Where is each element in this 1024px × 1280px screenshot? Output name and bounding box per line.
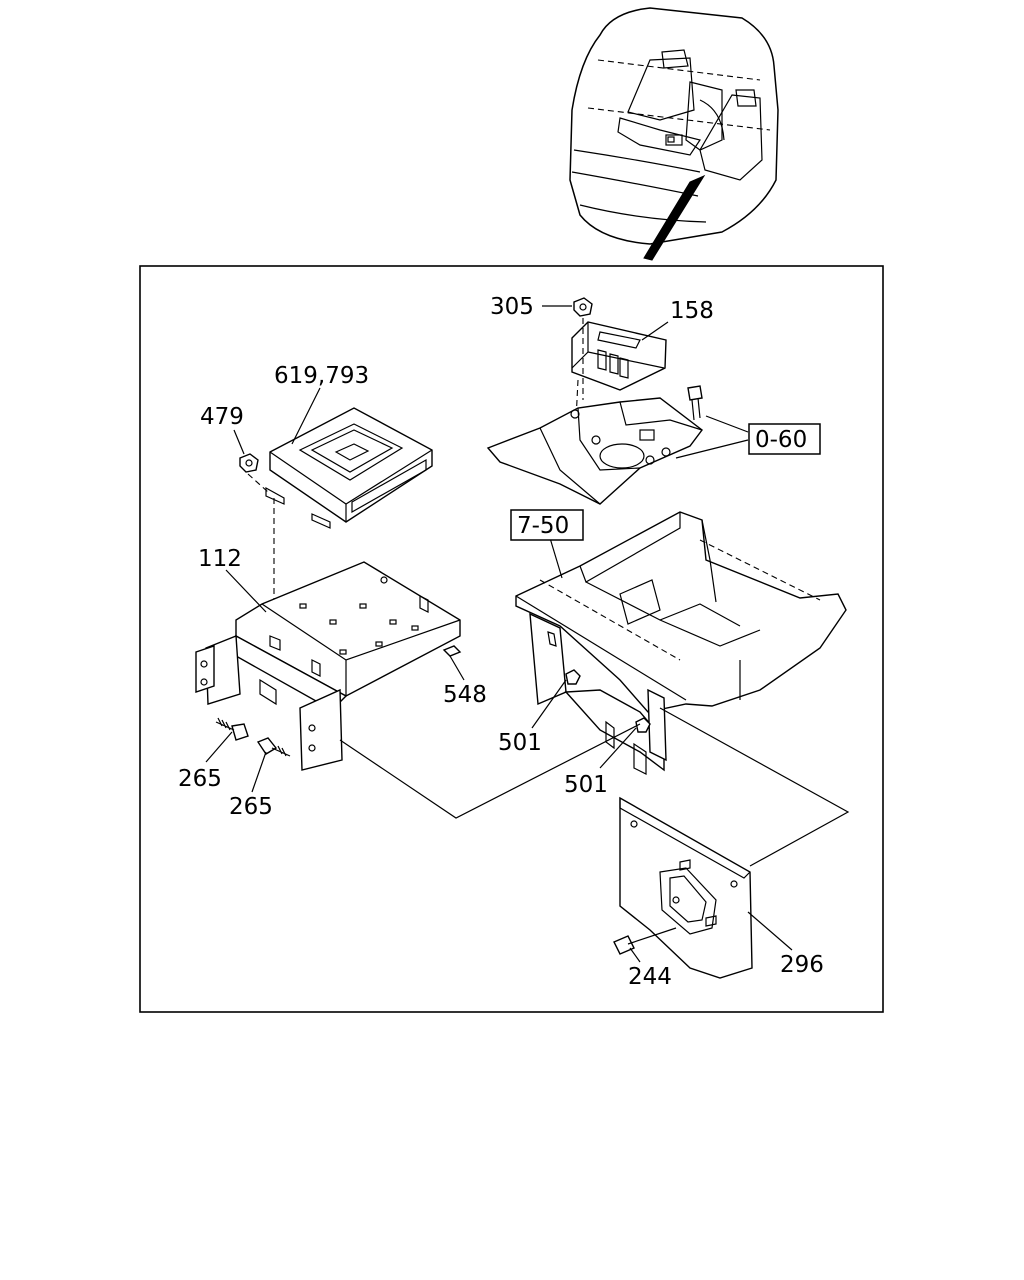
nut-501-b [635,717,651,733]
callout-112: 112 [198,546,242,572]
reference-7-50: 7-50 [510,509,584,541]
callout-501-lower: 501 [564,772,608,798]
nut-305 [573,297,593,317]
cab-overview [569,7,779,261]
detail-frame [139,265,884,1013]
callout-296: 296 [780,952,824,978]
screw-265-a [215,717,249,741]
nut-501-a [565,669,581,685]
callout-305: 305 [490,294,534,320]
nut-479 [239,453,259,473]
callout-265-left: 265 [178,766,222,792]
reference-0-60: 0-60 [748,423,821,455]
svg-text:7-50: 7-50 [517,513,569,539]
cover-panel-296 [619,796,753,979]
floor-panel-7-50 [515,511,847,775]
leader-lines [205,305,793,963]
ecu-module-619-793 [265,407,433,529]
mounting-bracket-112 [195,561,461,771]
bolt-244 [613,927,677,955]
callout-479: 479 [200,404,244,430]
callout-501-upper: 501 [498,730,542,756]
controller-unit-158 [571,321,667,391]
ecu-bracket-upper [486,397,703,505]
callout-265-right: 265 [229,794,273,820]
callout-158: 158 [670,298,714,324]
callout-244: 244 [628,964,672,990]
bolt-upper-right [687,385,703,421]
callout-548: 548 [443,682,487,708]
clip-548 [442,645,462,657]
callout-619-793: 619,793 [274,363,369,389]
svg-text:0-60: 0-60 [755,427,807,453]
screw-265-b [256,737,291,757]
